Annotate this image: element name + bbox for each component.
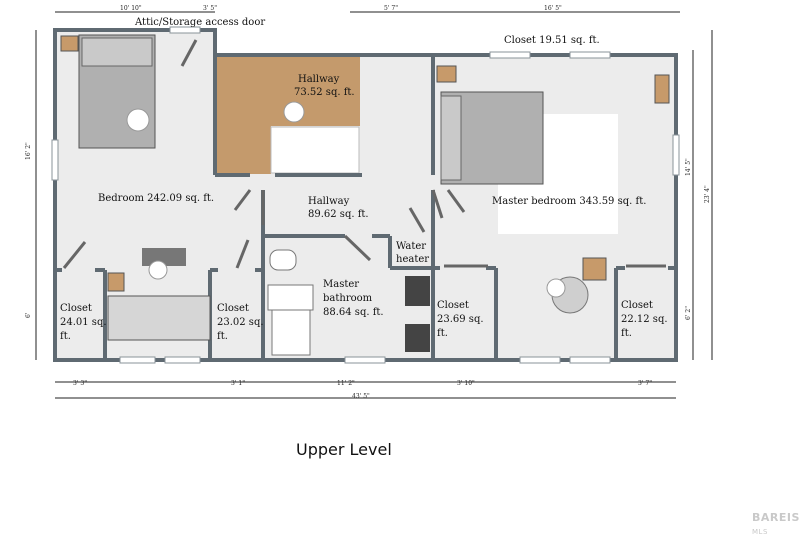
hallway2-name: Hallway [308, 196, 350, 207]
dim-left-upper: 16' 2" [25, 142, 32, 160]
bed-left-pillows [81, 37, 153, 67]
closet-top-label: Closet 19.51 sq. ft. [504, 35, 600, 46]
hallway1-area: 73.52 sq. ft. [294, 87, 355, 98]
watermark-logo: BAREIS MLS [752, 511, 800, 537]
closet-a-line1: Closet [60, 303, 92, 314]
window-top-closet-2 [569, 51, 611, 59]
floor-areas [55, 30, 676, 360]
watermark-sub: MLS [752, 528, 768, 536]
closet-c-line3: ft. [437, 328, 448, 339]
closet-a-line2: 24.01 sq. [60, 317, 107, 328]
dim-bottom-total: 43' 5" [352, 393, 370, 400]
window-bottom-master-2 [569, 356, 611, 364]
page-title: Upper Level [296, 440, 392, 459]
dim-top-right2: 16' 5" [544, 5, 562, 12]
side-table [107, 272, 125, 292]
doors [62, 39, 666, 269]
dim-bottom5: 3' 7" [638, 380, 652, 387]
bedroom-label: Bedroom 242.09 sq. ft. [98, 193, 214, 204]
armchair-cushion [546, 278, 566, 298]
desk [142, 248, 186, 266]
stair-opening [270, 126, 360, 174]
closet-a-line3: ft. [60, 331, 71, 342]
closet-b-line1: Closet [217, 303, 249, 314]
dimension-lines [35, 11, 713, 399]
dim-bottom4: 3' 10" [457, 380, 475, 387]
closet-d-line2: 22.12 sq. [621, 314, 668, 325]
dim-top-mid: 3' 5" [203, 5, 217, 12]
water-heater-line1: Water [396, 241, 426, 252]
window-right [672, 134, 680, 176]
shower [267, 284, 314, 311]
closet-d-line3: ft. [621, 328, 632, 339]
window-top-closet-1 [489, 51, 531, 59]
master-bath-line2: bathroom [323, 293, 373, 304]
desk-chair [148, 260, 168, 280]
door-master-left [431, 189, 444, 219]
windows [51, 26, 680, 364]
window-left [51, 139, 59, 181]
toilet [269, 249, 297, 271]
master-bed-pillows [440, 95, 462, 181]
closet-d-line1: Closet [621, 300, 653, 311]
dim-bottom2: 3' 1" [231, 380, 245, 387]
lamp-left [126, 108, 150, 132]
window-bottom-1 [119, 356, 156, 364]
nightstand-left [60, 35, 79, 52]
window-top-left [169, 26, 201, 34]
sink-2 [405, 324, 430, 352]
hallway2-area: 89.62 sq. ft. [308, 209, 369, 220]
closet-c-line2: 23.69 sq. [437, 314, 484, 325]
hallway1-name: Hallway [298, 74, 340, 85]
room-labels: Attic/Storage access door Hallway 73.52 … [60, 17, 668, 342]
dim-top-left: 10' 10" [120, 5, 142, 12]
sink-1 [405, 276, 430, 306]
dim-bottom3: 11' 2" [337, 380, 355, 387]
master-bath-line1: Master [323, 279, 359, 290]
watermark-brand: BAREIS [752, 511, 800, 524]
door-bedroom [233, 189, 252, 211]
furniture [60, 34, 670, 352]
dim-top-right1: 5' 7" [384, 5, 398, 12]
closet-b-line3: ft. [217, 331, 228, 342]
window-bottom-master [519, 356, 561, 364]
dim-right-lower: 6' 2" [685, 306, 692, 320]
dim-bottom1: 3' 3" [73, 380, 87, 387]
attic-label: Attic/Storage access door [134, 17, 265, 28]
door-closet-a [62, 241, 87, 269]
door-bath [343, 234, 372, 262]
window-bottom-bath [344, 356, 386, 364]
walls [53, 28, 678, 362]
door-hall2 [408, 207, 426, 233]
nightstand-master-2 [582, 257, 607, 281]
master-bedroom-label: Master bedroom 343.59 sq. ft. [492, 196, 646, 207]
door-master-left-2 [446, 189, 466, 213]
water-heater-line2: heater [396, 254, 429, 265]
dim-right-total: 23' 4" [704, 185, 711, 203]
dresser-right [654, 74, 670, 104]
closet-c-line1: Closet [437, 300, 469, 311]
window-bottom-2 [164, 356, 201, 364]
door-closet-b [235, 239, 250, 269]
master-bath-line3: 88.64 sq. ft. [323, 307, 384, 318]
nightstand-master-1 [436, 65, 457, 83]
closet-b-line2: 23.02 sq. [217, 317, 264, 328]
sofa [107, 295, 211, 341]
dimension-labels: 10' 10" 3' 5" 5' 7" 16' 5" 16' 2" 6' 14'… [25, 5, 711, 400]
hallway-lamp [283, 101, 305, 123]
hallway-wood-floor-lower [216, 126, 271, 174]
dim-left-lower: 6' [25, 312, 32, 318]
dim-right-upper: 14' 5" [685, 158, 692, 176]
door-attic [180, 39, 198, 67]
